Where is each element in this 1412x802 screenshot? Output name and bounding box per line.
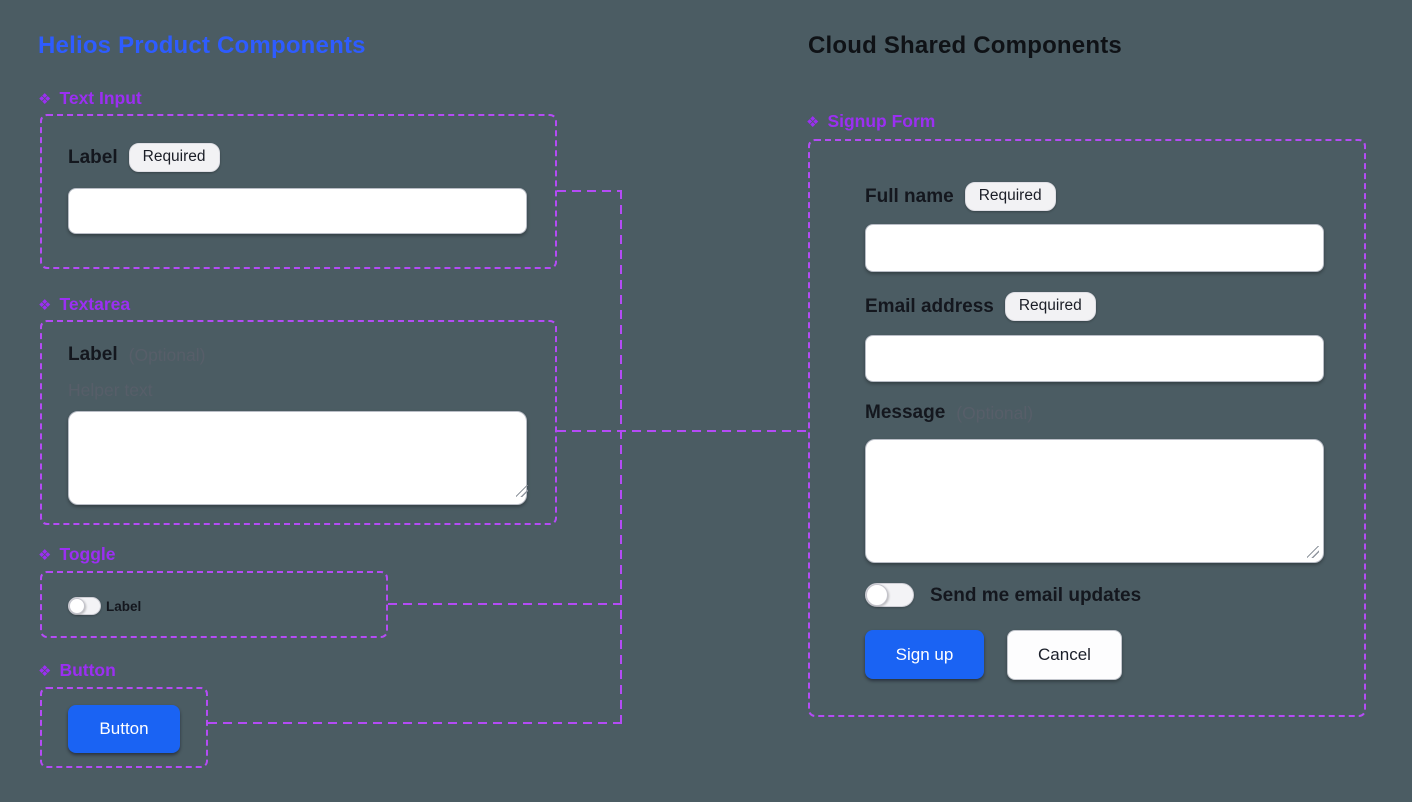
- email-updates-label: Send me email updates: [930, 585, 1142, 606]
- component-frame-toggle: Label: [40, 571, 388, 638]
- component-frame-text-input: Label Required: [40, 114, 557, 269]
- sample-button[interactable]: Button: [68, 705, 180, 753]
- component-icon: ❖: [38, 547, 52, 564]
- section-header-button: ❖ Button: [38, 660, 116, 681]
- section-header-text-input-label: Text Input: [59, 88, 142, 108]
- component-icon: ❖: [38, 297, 52, 314]
- section-header-signup-form: ❖ Signup Form: [806, 111, 935, 132]
- section-header-textarea-label: Textarea: [59, 294, 131, 314]
- text-input-label-row: Label Required: [68, 143, 220, 172]
- text-input-label: Label: [68, 146, 118, 168]
- section-header-text-input: ❖ Text Input: [38, 88, 142, 109]
- message-textarea[interactable]: [865, 439, 1324, 563]
- toggle-switch[interactable]: [68, 597, 101, 615]
- section-header-button-label: Button: [59, 660, 116, 680]
- text-input-field[interactable]: [68, 188, 527, 234]
- email-updates-toggle[interactable]: [865, 583, 914, 607]
- optional-hint: (Optional): [956, 402, 1034, 423]
- component-icon: ❖: [38, 91, 52, 108]
- section-header-signup-form-label: Signup Form: [827, 111, 936, 131]
- email-label-row: Email address Required: [865, 292, 1096, 321]
- message-label-row: Message (Optional): [865, 402, 1033, 424]
- helper-text: Helper text: [68, 380, 153, 400]
- toggle-label: Label: [106, 599, 142, 614]
- required-badge: Required: [964, 182, 1056, 211]
- component-icon: ❖: [38, 663, 52, 680]
- resize-grip-icon[interactable]: [516, 485, 528, 497]
- required-badge: Required: [1004, 292, 1096, 321]
- required-badge: Required: [128, 143, 220, 172]
- section-header-textarea: ❖ Textarea: [38, 294, 130, 315]
- helios-title: Helios Product Components: [38, 32, 366, 59]
- connector-trunk-line: [620, 190, 622, 724]
- full-name-label-row: Full name Required: [865, 182, 1056, 211]
- sign-up-button[interactable]: Sign up: [865, 630, 984, 679]
- resize-grip-icon[interactable]: [1307, 546, 1319, 558]
- optional-hint: (Optional): [128, 344, 206, 365]
- full-name-label: Full name: [865, 185, 954, 207]
- component-frame-button: Button: [40, 687, 208, 768]
- full-name-input[interactable]: [865, 224, 1324, 272]
- connector-textarea-line: [557, 430, 808, 432]
- cancel-button[interactable]: Cancel: [1007, 630, 1122, 680]
- email-label: Email address: [865, 295, 994, 317]
- connector-text-input-line: [557, 190, 622, 192]
- textarea-label-row: Label (Optional): [68, 344, 205, 366]
- toggle-knob: [866, 584, 888, 606]
- toggle-knob: [69, 598, 85, 614]
- textarea-label: Label: [68, 344, 118, 365]
- message-label: Message: [865, 402, 946, 423]
- component-frame-signup-form: Full name Required Email address Require…: [808, 139, 1366, 717]
- component-icon: ❖: [806, 114, 820, 131]
- textarea-field[interactable]: [68, 411, 527, 505]
- cloud-title: Cloud Shared Components: [808, 32, 1122, 59]
- section-header-toggle-label: Toggle: [59, 544, 116, 564]
- section-header-toggle: ❖ Toggle: [38, 544, 116, 565]
- component-frame-textarea: Label (Optional) Helper text: [40, 320, 557, 525]
- email-input[interactable]: [865, 335, 1324, 382]
- connector-toggle-line: [388, 603, 622, 605]
- connector-button-line: [208, 722, 622, 724]
